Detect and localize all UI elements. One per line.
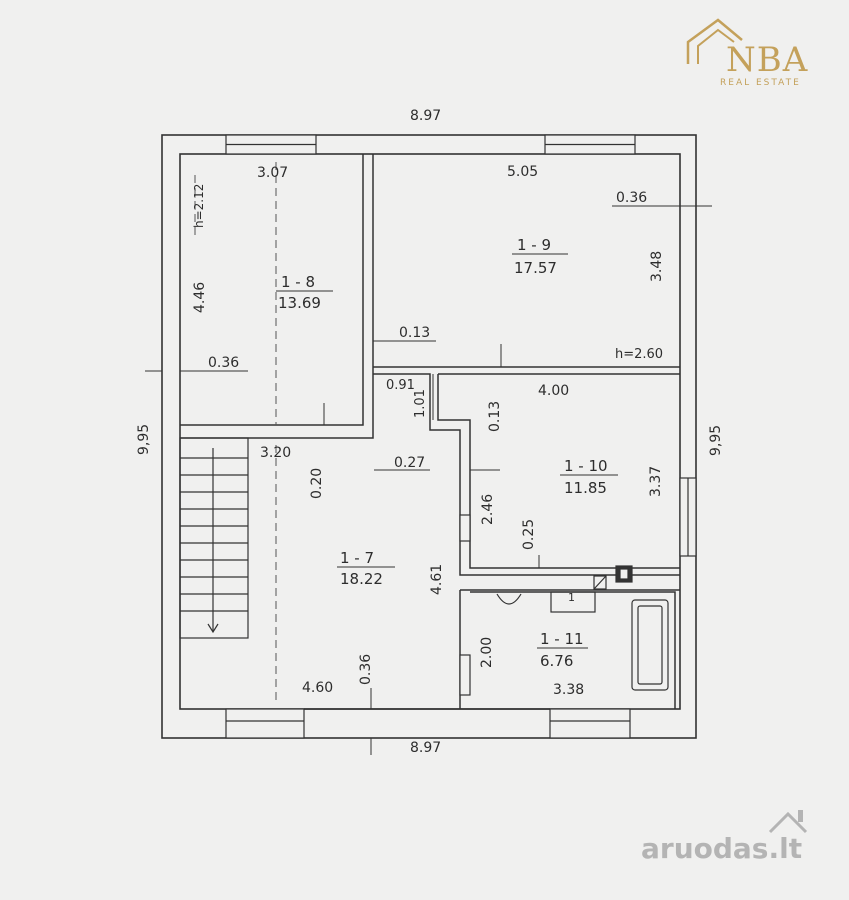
dim-h212: h=2.12: [192, 184, 206, 228]
dim-200: 2.00: [479, 637, 495, 668]
doorways: [459, 514, 471, 696]
dim-036-left: 0.36: [208, 355, 239, 371]
room-11-area: 6.76: [540, 652, 573, 670]
bathtub-icon: [631, 599, 669, 691]
dimension-lines: [145, 205, 712, 755]
room-9-id: 1 - 9: [517, 236, 551, 254]
dim-460: 4.60: [302, 680, 333, 696]
dim-101: 1.01: [413, 389, 428, 418]
watermark-house-icon: [768, 810, 808, 834]
dim-461: 4.61: [429, 564, 445, 595]
dim-338: 3.38: [553, 682, 584, 698]
outer-walls: [161, 134, 697, 739]
room-8-area: 13.69: [278, 294, 321, 312]
overall-width-bottom: 8.97: [410, 740, 441, 756]
overall-width-top: 8.97: [410, 108, 441, 124]
room-10-area: 11.85: [564, 479, 607, 497]
dim-320: 3.20: [260, 445, 291, 461]
dim-446: 4.46: [192, 282, 208, 313]
dim-027: 0.27: [394, 455, 425, 471]
room-10-id: 1 - 10: [564, 457, 608, 475]
sink-icon: [550, 591, 596, 613]
dim-036-right: 0.36: [616, 190, 647, 206]
dim-400: 4.00: [538, 383, 569, 399]
dim-h260: h=2.60: [615, 347, 663, 362]
dim-091: 0.91: [386, 378, 415, 393]
dim-246: 2.46: [480, 494, 496, 525]
room-9-area: 17.57: [514, 259, 557, 277]
room-8-id: 1 - 8: [281, 273, 315, 291]
dim-020: 0.20: [309, 468, 325, 499]
overall-height-left: 9,95: [136, 424, 152, 455]
dim-348: 3.48: [649, 251, 665, 282]
windows: [225, 134, 697, 739]
room-11-id: 1 - 11: [540, 630, 584, 648]
logo-subtitle: REAL ESTATE: [720, 78, 801, 88]
dim-036-bottom: 0.36: [358, 654, 374, 685]
bathroom-fixtures: [496, 565, 669, 691]
nba-logo: NBA REAL ESTATE: [684, 16, 834, 88]
interior-walls: [180, 154, 680, 709]
dim-337: 3.37: [648, 466, 664, 497]
dim-307: 3.07: [257, 165, 288, 181]
house-roof-icon: [686, 18, 743, 64]
room-7-area: 18.22: [340, 570, 383, 588]
dim-013-mid: 0.13: [487, 401, 503, 432]
dim-013-top: 0.13: [399, 325, 430, 341]
logo-text: NBA: [726, 40, 809, 80]
staircase: [179, 437, 249, 639]
overall-height-right: 9,95: [708, 425, 724, 456]
dashed-lines: [194, 162, 277, 705]
watermark-text: aruodas.lt: [641, 832, 803, 865]
room-7-id: 1 - 7: [340, 549, 374, 567]
sink-label: 1: [568, 591, 575, 604]
toilet-icon: [496, 593, 522, 605]
dim-025: 0.25: [521, 519, 537, 550]
dim-505: 5.05: [507, 164, 538, 180]
